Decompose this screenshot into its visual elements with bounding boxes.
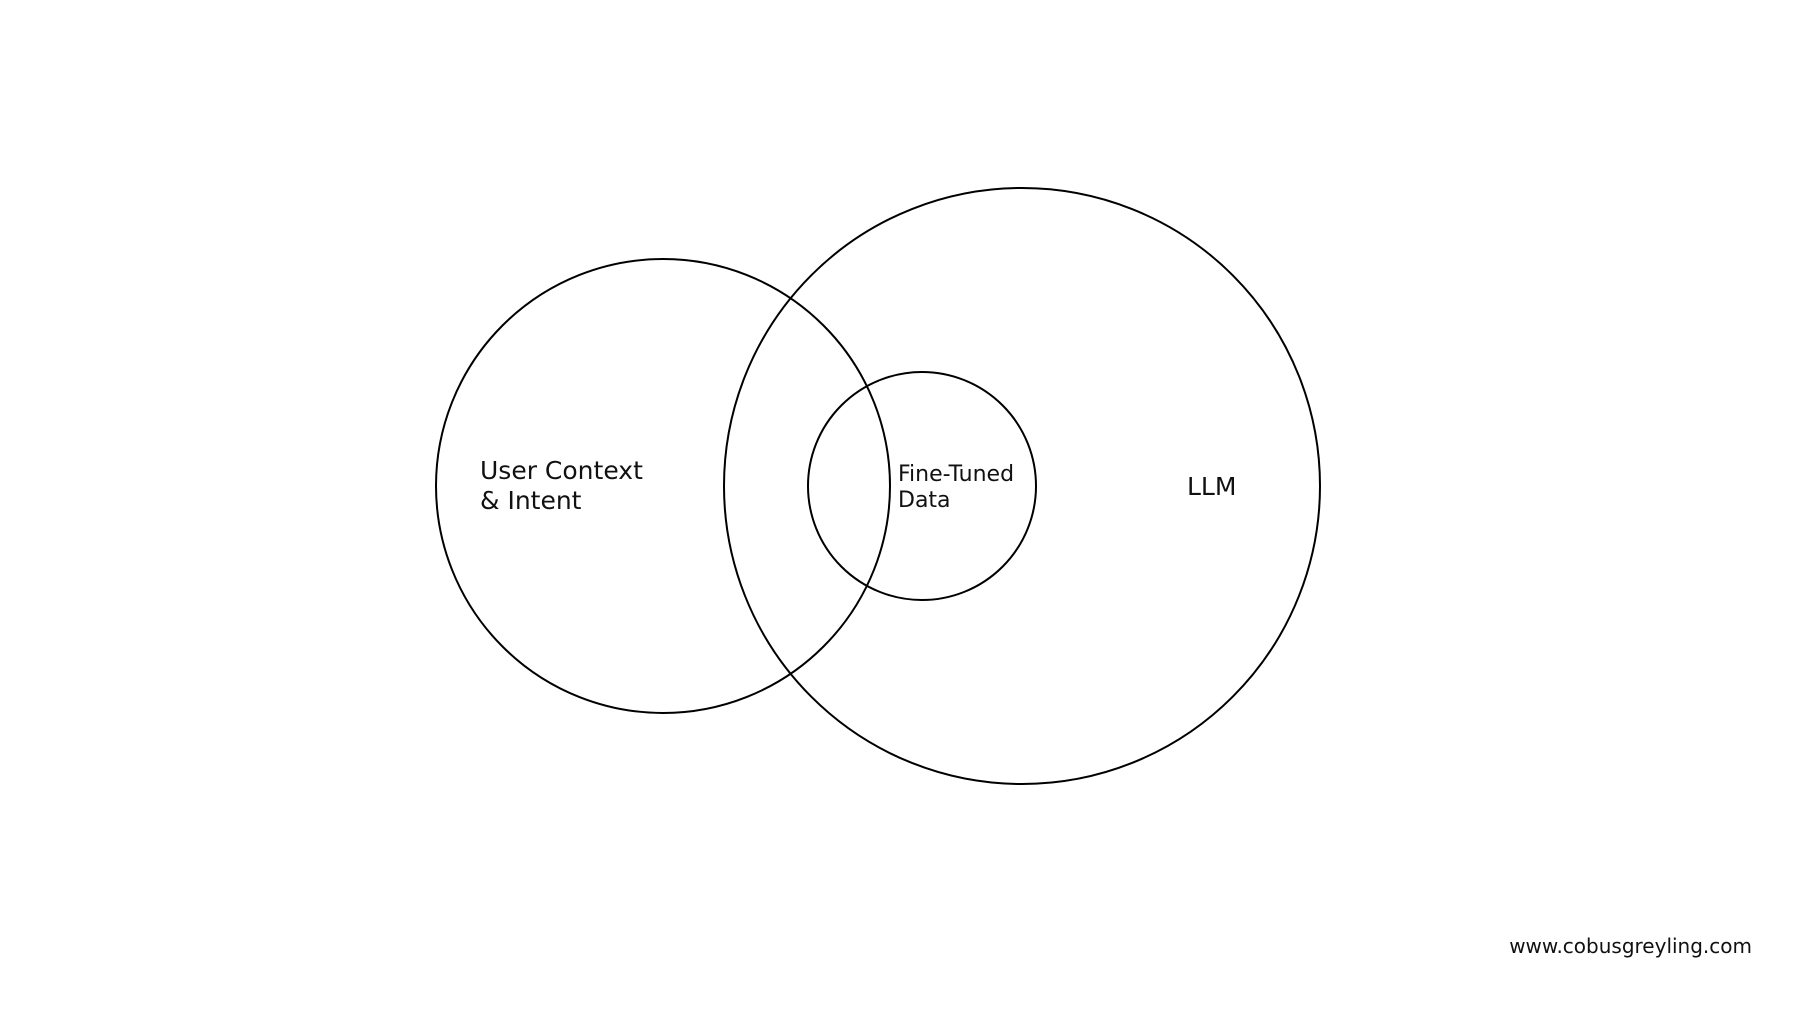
- circle-user-context: [435, 258, 891, 714]
- label-fine-tuned-line-2: Data: [898, 488, 951, 514]
- circle-llm: [723, 187, 1321, 785]
- label-fine-tuned-line-1: Fine-Tuned: [898, 462, 1015, 487]
- watermark-url: www.cobusgreyling.com: [1509, 934, 1752, 958]
- circle-fine-tuned-data: [807, 371, 1037, 601]
- label-user-context-line-2: & Intent: [480, 486, 582, 515]
- label-user-context: User Context & Intent: [480, 456, 643, 516]
- label-fine-tuned-data: Fine-Tuned Data: [898, 462, 1014, 515]
- label-llm: LLM: [1187, 472, 1236, 502]
- label-user-context-line-1: User Context: [480, 456, 643, 485]
- label-llm-line-1: LLM: [1187, 472, 1237, 501]
